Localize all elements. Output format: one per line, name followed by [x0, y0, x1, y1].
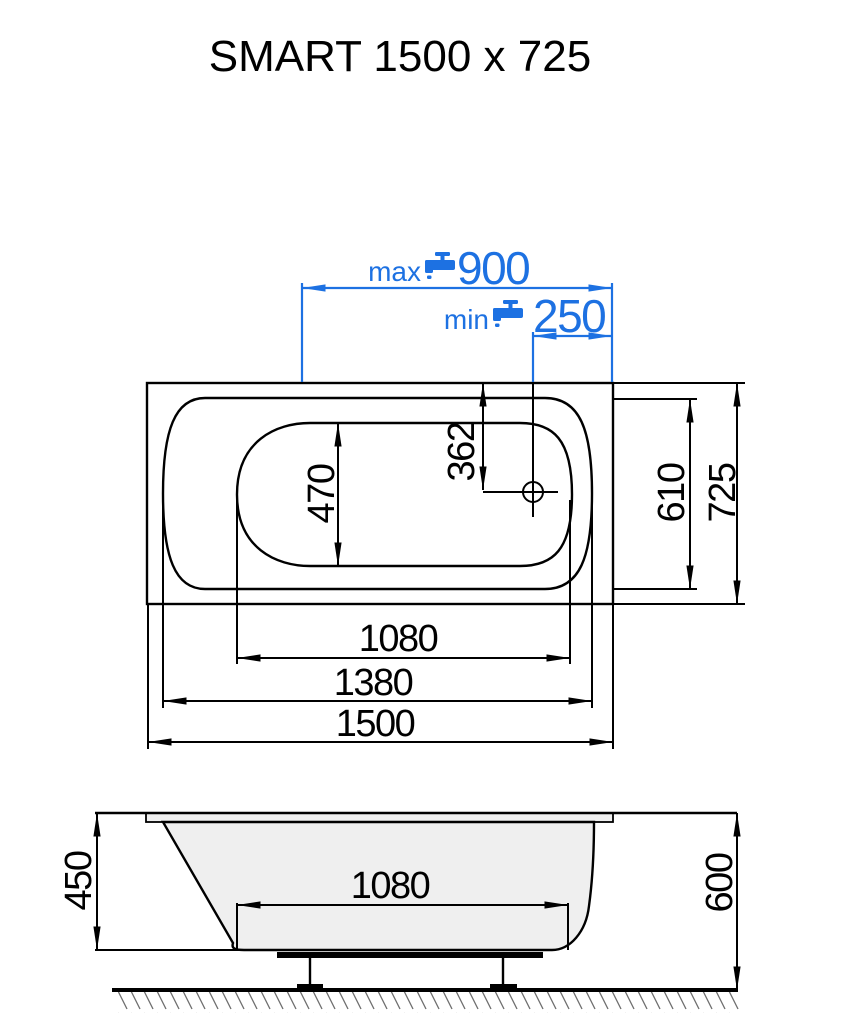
rim-lip: [145, 812, 614, 823]
dim-610-label: 610: [651, 463, 693, 522]
dim-450-label: 450: [58, 851, 100, 910]
dim-side-bottom-1080: 1080: [236, 865, 569, 950]
support-frame: [277, 952, 543, 958]
tub-basin-shape: [235, 421, 574, 568]
dim-rim-length-1380: 1380: [162, 495, 593, 708]
tub-side-outline: [95, 811, 740, 1013]
dim-rim-width-610: 610: [613, 398, 697, 590]
dim-side-1080-label: 1080: [351, 865, 430, 907]
dim-1500-label: 1500: [336, 703, 415, 745]
dim-600-label: 600: [699, 853, 741, 912]
dim-tap-min-250: min 250: [444, 290, 612, 382]
dim-inner-width-470: 470: [301, 423, 343, 566]
tub-rim-shape: [161, 396, 594, 591]
floor-hatching: [118, 992, 740, 1013]
dim-overall-width-725: 725: [613, 382, 745, 605]
dim-tap-max-900: max 900: [300, 242, 614, 382]
foot-pad-left: [297, 984, 323, 990]
dim-725-label: 725: [702, 463, 744, 522]
dim-height-600: 600: [699, 813, 741, 990]
tap-min-label: min: [444, 304, 489, 335]
faucet-icon: [493, 300, 523, 327]
side-view: 450 1080 600: [58, 811, 741, 1013]
dim-depth-450: 450: [58, 813, 101, 950]
top-view: max 900 min 250 470 362 610: [145, 242, 745, 749]
tub-outer-rect: [145, 381, 615, 606]
tub-plan-outline: [145, 381, 615, 606]
dim-bottom-length-1080: 1080: [236, 496, 571, 664]
dim-overall-length-1500: 1500: [147, 604, 614, 749]
drawing-title: SMART 1500 x 725: [209, 32, 591, 81]
tub-cavity: [160, 820, 596, 952]
dim-1380-label: 1380: [334, 662, 413, 704]
dim-drain-offset-362: 362: [441, 383, 487, 490]
tap-max-value: 900: [457, 242, 529, 294]
faucet-icon: [425, 252, 455, 279]
drain-symbol: [483, 383, 558, 517]
dim-1080-label: 1080: [359, 618, 438, 660]
tap-min-value: 250: [533, 290, 605, 342]
foot-pad-right: [490, 984, 517, 990]
dim-362-label: 362: [441, 422, 483, 481]
tap-max-label: max: [368, 256, 421, 287]
dim-470-label: 470: [301, 464, 343, 523]
